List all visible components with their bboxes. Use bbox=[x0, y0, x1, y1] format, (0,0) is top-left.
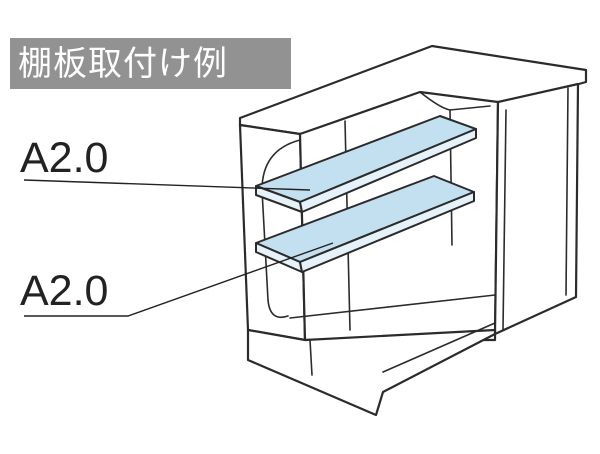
floor-rail-2 bbox=[382, 322, 496, 373]
title-banner: 棚板取付け例 bbox=[10, 38, 291, 89]
base-step bbox=[309, 339, 313, 376]
door-edge-2 bbox=[502, 109, 507, 331]
leader-line-lower bbox=[24, 242, 334, 317]
floor-rail bbox=[289, 294, 496, 319]
cabinet-floor bbox=[246, 328, 497, 417]
upper-shelf-label: A2.0 bbox=[20, 134, 109, 182]
cabinet-right-door bbox=[493, 82, 580, 336]
lower-shelf-label: A2.0 bbox=[20, 267, 109, 315]
diagram-title: 棚板取付け例 bbox=[18, 43, 228, 84]
leader-line-upper bbox=[23, 179, 311, 191]
upper-shelf bbox=[255, 115, 477, 213]
door-edge bbox=[565, 87, 569, 296]
lower-shelf bbox=[255, 175, 475, 273]
